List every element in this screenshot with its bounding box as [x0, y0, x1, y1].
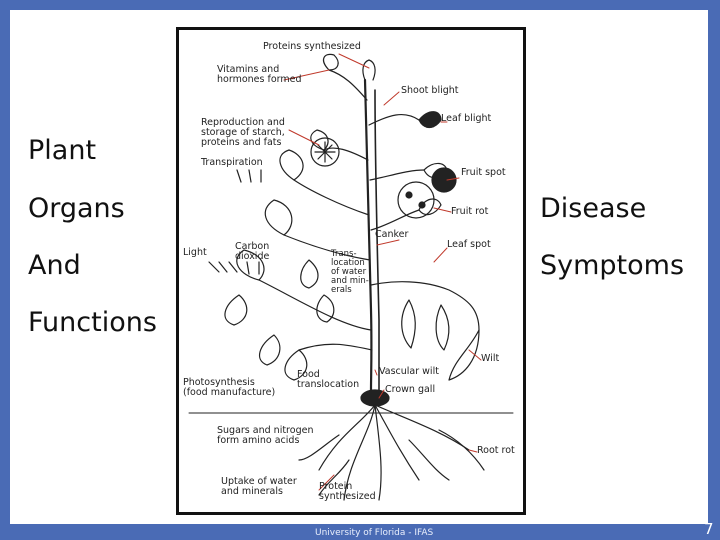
label-shoot-blight: Shoot blight — [401, 85, 459, 96]
label-leaf-spot: Leaf spot — [447, 239, 491, 250]
plant-illustration — [188, 53, 514, 501]
label-wilt: Wilt — [481, 353, 500, 364]
word-disease: Disease — [540, 193, 647, 224]
label-translocation-water: Trans- location of water and min- erals — [331, 249, 369, 295]
label-sugars: Sugars and nitrogen form amino acids — [217, 425, 314, 446]
label-crown-gall: Crown gall — [385, 384, 436, 395]
footer-text: University of Florida - IFAS — [315, 528, 434, 538]
word-plant: Plant — [28, 135, 97, 166]
label-uptake: Uptake of water and minerals — [221, 476, 297, 497]
label-proteins-synthesized: Proteins synthesized — [263, 41, 361, 52]
label-transpiration: Transpiration — [201, 157, 263, 168]
label-canker: Canker — [375, 229, 409, 240]
label-food-translocation: Food translocation — [297, 369, 360, 390]
label-fruit-spot: Fruit spot — [461, 167, 506, 178]
label-reproduction: Reproduction and storage of starch, prot… — [201, 117, 285, 148]
label-fruit-rot: Fruit rot — [451, 206, 489, 217]
page-number: 7 — [704, 520, 714, 538]
word-symptoms: Symptoms — [540, 250, 685, 281]
word-functions: Functions — [28, 307, 157, 338]
label-leaf-blight: Leaf blight — [441, 113, 492, 124]
plant-diagram: Proteins synthesized Vitamins and hormon… — [176, 27, 526, 515]
label-vascular-wilt: Vascular wilt — [379, 366, 439, 377]
label-carbon-dioxide: Carbon dioxide — [235, 241, 270, 262]
label-photosynthesis: Photosynthesis (food manufacture) — [183, 377, 276, 398]
word-organs: Organs — [28, 193, 125, 224]
label-protein-synthesized: Protein synthesized — [319, 481, 376, 502]
word-and: And — [28, 250, 81, 281]
label-vitamins: Vitamins and hormones formed — [217, 64, 302, 85]
label-light: Light — [183, 247, 207, 258]
label-root-rot: Root rot — [477, 445, 515, 456]
